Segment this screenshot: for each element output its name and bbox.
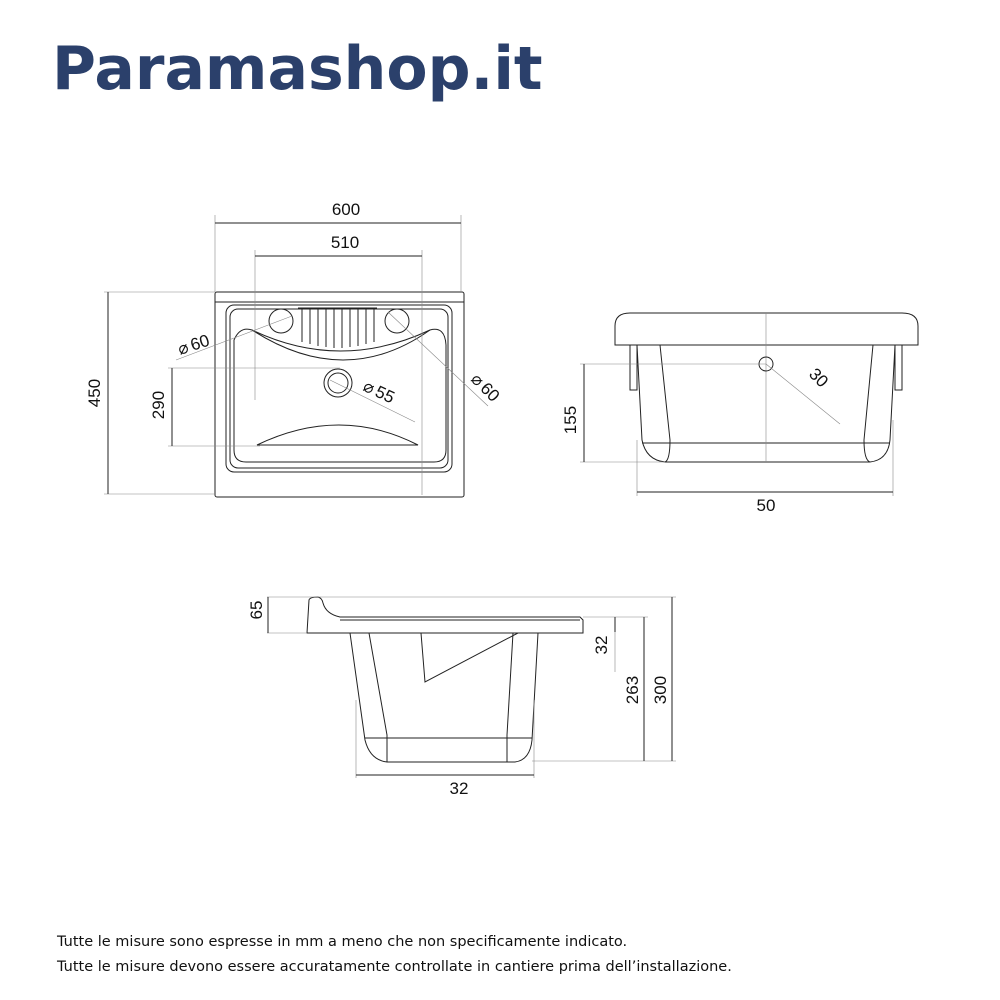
dim-width: 50 [757, 496, 776, 515]
dim-rim-height: 65 [247, 601, 266, 620]
svg-text:⌀60: ⌀60 [175, 331, 211, 359]
dim-total-height: 300 [651, 676, 670, 704]
front-view: 155 50 30 [561, 312, 919, 515]
svg-text:⌀60: ⌀60 [467, 369, 503, 405]
dim-overflow: 30 [805, 364, 832, 391]
dim-width-inner: 510 [331, 233, 359, 252]
drain-hole [323, 368, 353, 398]
dim-bottom-width: 32 [450, 779, 469, 798]
dim-depth-total: 450 [85, 379, 104, 407]
note-measurements: Tutte le misure sono espresse in mm a me… [57, 934, 628, 950]
svg-text:⌀55: ⌀55 [360, 376, 397, 407]
washboard-ribs [298, 307, 377, 348]
top-view: 600 510 450 290 ⌀60 ⌀60 ⌀55 [85, 200, 503, 498]
hole-right [384, 308, 410, 334]
note-verification: Tutte le misure devono essere accuratame… [57, 959, 732, 975]
hole-left [268, 308, 294, 334]
dim-ledge: 32 [592, 636, 611, 655]
dim-drain-offset: 290 [149, 391, 168, 419]
dim-width-total: 600 [332, 200, 360, 219]
brand-logo: Paramashop.it [52, 34, 543, 104]
dim-hole-left: 60 [188, 331, 212, 355]
dim-basin-height: 263 [623, 676, 642, 704]
dim-drain: 55 [372, 382, 397, 407]
dim-height: 155 [561, 406, 580, 434]
side-view: 65 32 263 300 32 [247, 596, 676, 798]
